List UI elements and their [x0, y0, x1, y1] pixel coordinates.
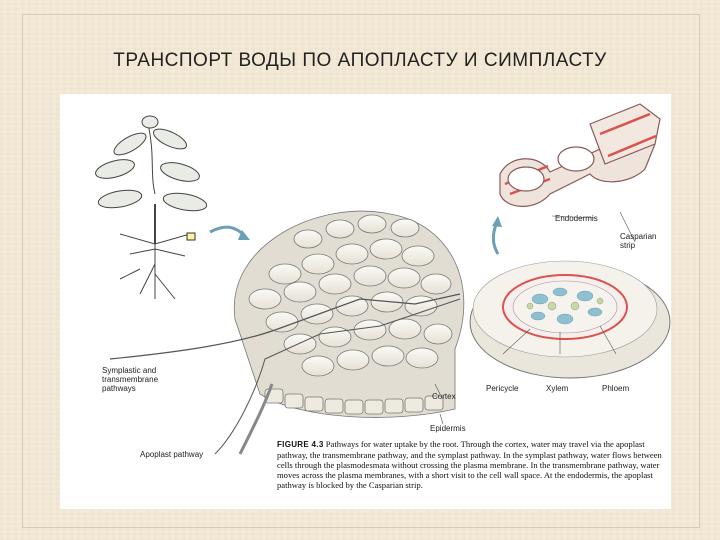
cortex-block [233, 210, 465, 418]
root-hair [238, 383, 274, 455]
label-pericycle: Pericycle [486, 384, 519, 393]
endodermis-cells [499, 103, 661, 207]
label-symplastic-2: transmembrane [102, 375, 159, 384]
label-symplastic-3: pathways [102, 384, 136, 393]
label-cortex: Cortex [432, 392, 456, 401]
label-xylem: Xylem [546, 384, 569, 393]
caption-text: Pathways for water uptake by the root. T… [277, 439, 662, 490]
root-water-pathways-figure: Endodermis Casparian strip Symplastic an… [60, 94, 671, 509]
apoplast-pathway-line [214, 298, 461, 455]
label-apoplast: Apoplast pathway [140, 450, 204, 459]
label-epidermis: Epidermis [430, 424, 466, 433]
label-phloem: Phloem [602, 384, 630, 393]
label-casparian-2: strip [620, 241, 636, 250]
symplast-pathway-line [109, 293, 461, 360]
leader-lines [434, 211, 636, 425]
root-cross-section [469, 260, 671, 379]
zoom-arrow-2 [491, 221, 500, 255]
zoom-arrow-1 [209, 225, 247, 238]
figure-caption: FIGURE 4.3 Pathways for water uptake by … [277, 439, 667, 490]
caption-figure-label: FIGURE 4.3 [277, 440, 324, 449]
slide-frame [22, 14, 700, 528]
root-diagram [95, 103, 671, 455]
plant-sketch [95, 115, 208, 300]
label-endodermis: Endodermis [555, 214, 598, 223]
label-symplastic-1: Symplastic and [102, 366, 157, 375]
label-casparian-1: Casparian [620, 232, 657, 241]
slide-title: ТРАНСПОРТ ВОДЫ ПО АПОПЛАСТУ И СИМПЛАСТУ [113, 50, 607, 71]
